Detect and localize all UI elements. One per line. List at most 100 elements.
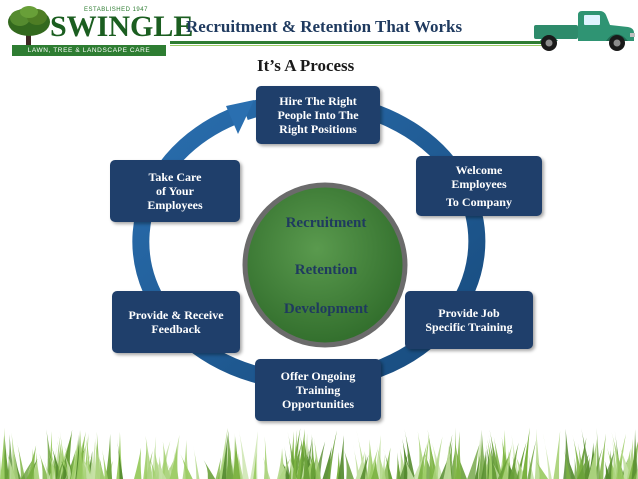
- step-welcome: Welcome Employees To Company: [416, 156, 542, 216]
- grass-blade: [453, 427, 457, 479]
- grass-blade: [226, 428, 234, 479]
- step-job-training: Provide Job Specific Training: [405, 291, 533, 349]
- grass-blade: [21, 459, 33, 479]
- grass-blade: [598, 433, 607, 479]
- grass-blade: [57, 440, 64, 479]
- grass-blade: [161, 441, 171, 479]
- page-title: Recruitment & Retention That Works: [186, 17, 463, 36]
- step-welcome-line-1: Welcome: [455, 163, 503, 177]
- grass-blade: [596, 428, 601, 479]
- grass-blade: [631, 429, 638, 479]
- grass-blade: [404, 457, 415, 479]
- grass-blade: [101, 446, 109, 479]
- grass-blade: [153, 446, 161, 479]
- grass-blade: [604, 450, 615, 479]
- step-ongoing-training-line-1: Offer Ongoing: [280, 369, 356, 383]
- grass-blade: [565, 452, 576, 479]
- grass-blade: [221, 431, 229, 479]
- header-divider-accent: [170, 45, 542, 46]
- grass-blade: [422, 434, 430, 479]
- grass-blade: [512, 456, 519, 479]
- grass-blade: [86, 435, 91, 479]
- logo-wordmark: SWINGLE: [50, 10, 194, 43]
- grass-blade: [327, 430, 337, 479]
- grass-blade: [509, 442, 519, 479]
- grass-blade: [352, 444, 361, 479]
- grass-blade: [343, 449, 354, 479]
- grass-blade: [373, 434, 382, 479]
- center-circle: [242, 182, 408, 348]
- grass-blade: [439, 456, 449, 479]
- grass-blade: [535, 459, 549, 479]
- grass-blade: [497, 454, 510, 479]
- grass-blade: [39, 453, 49, 479]
- center-label-development: Development: [283, 301, 369, 317]
- grass-blade: [0, 456, 2, 479]
- grass-blade: [432, 436, 443, 479]
- grass-blade: [588, 438, 598, 479]
- grass-blade: [467, 444, 480, 479]
- grass-blade: [46, 429, 56, 479]
- tree-icon: [8, 6, 50, 46]
- grass-blade: [232, 436, 241, 479]
- grass-blade: [147, 452, 153, 479]
- grass-blade: [337, 435, 345, 479]
- grass-blade: [604, 460, 611, 479]
- grass-blade: [487, 439, 498, 479]
- grass-blade: [313, 438, 322, 479]
- grass-blade: [278, 458, 291, 479]
- grass-blade: [367, 449, 378, 479]
- grass-blade: [193, 444, 200, 479]
- grass-blade: [563, 428, 572, 479]
- logo-established: ESTABLISHED 1947: [84, 7, 148, 13]
- step-welcome-line-2: Employees: [451, 177, 507, 191]
- step-feedback: Provide & Receive Feedback: [112, 291, 240, 353]
- grass-blade: [76, 429, 84, 479]
- step-hire: Hire The Right People Into The Right Pos…: [256, 86, 380, 144]
- grass-blade: [553, 430, 561, 479]
- grass-blade: [60, 460, 71, 479]
- grass-blade: [169, 445, 179, 479]
- grass-blade: [93, 440, 105, 479]
- grass-blade: [292, 429, 298, 479]
- grass-blade: [527, 439, 537, 479]
- grass-blade: [481, 449, 487, 479]
- logo-tagline: LAWN, TREE & LANDSCAPE CARE: [12, 45, 166, 56]
- grass-blade: [443, 441, 452, 479]
- grass-blade: [263, 456, 271, 479]
- grass-blade: [301, 458, 314, 479]
- grass-blade: [486, 444, 494, 479]
- step-take-care-line-3: Employees: [147, 198, 203, 212]
- grass-blade: [371, 459, 379, 479]
- grass-blade: [0, 427, 5, 479]
- step-hire-line-2: People Into The: [277, 108, 359, 122]
- grass-blade: [369, 455, 375, 479]
- grass-blade: [154, 457, 167, 479]
- page-subtitle: It’s A Process: [257, 56, 355, 75]
- grass-blade: [56, 458, 65, 479]
- company-logo: ESTABLISHED 1947 SWINGLE LAWN, TREE & LA…: [6, 4, 193, 62]
- grass-blade: [542, 433, 552, 479]
- step-ongoing-training-line-2: Training: [295, 383, 341, 397]
- grass-blade: [303, 434, 310, 479]
- grass-blade: [143, 441, 148, 479]
- grass-blade: [253, 451, 257, 479]
- grass-blade: [89, 452, 95, 479]
- step-ongoing-training-line-3: Opportunities: [281, 397, 354, 411]
- grass-blade: [577, 454, 589, 479]
- grass-border: [0, 427, 638, 479]
- grass-blade: [360, 454, 369, 479]
- step-job-training-line-1: Provide Job: [438, 306, 500, 320]
- grass-blade: [612, 440, 618, 479]
- grass-blade: [611, 431, 625, 479]
- step-feedback-line-2: Feedback: [151, 322, 201, 336]
- grass-blade: [238, 429, 249, 479]
- grass-blade: [203, 460, 216, 479]
- step-job-training-line-2: Specific Training: [425, 320, 513, 334]
- grass-blade: [250, 431, 258, 479]
- grass-blade: [64, 445, 75, 479]
- green-pickup-truck-icon: [534, 11, 635, 51]
- step-feedback-line-1: Provide & Receive: [128, 308, 224, 322]
- grass-blade: [490, 458, 502, 479]
- grass-blade: [116, 438, 124, 479]
